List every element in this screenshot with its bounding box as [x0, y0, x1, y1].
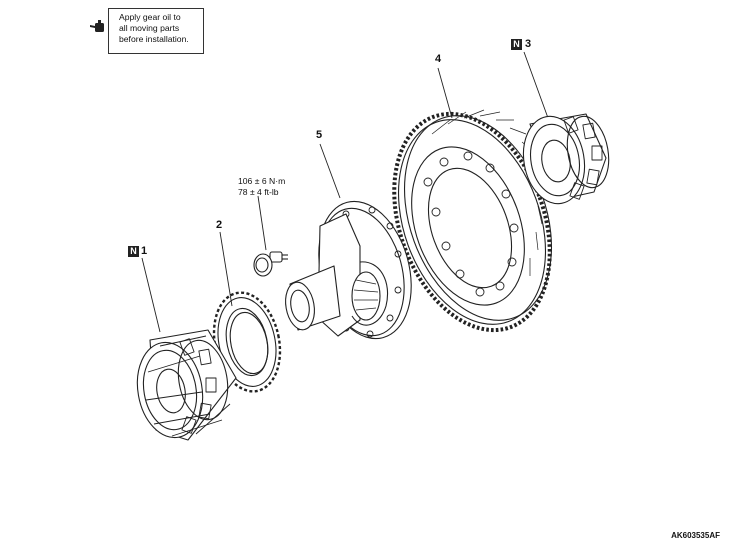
callout-4: 4: [435, 53, 442, 65]
oil-can-icon: [90, 20, 104, 32]
ring-gear-teeth: [392, 111, 552, 333]
callout-5: 5: [316, 129, 323, 141]
callout-2: 2: [216, 219, 223, 231]
ring-gear-bolt: [253, 251, 288, 277]
differential-case: [285, 200, 412, 340]
note-box: Apply gear oil to all moving parts befor…: [108, 8, 204, 54]
new-part-badge-3: N: [511, 39, 522, 50]
figure-code: AK603535AF: [671, 531, 720, 540]
ring-gear: [392, 109, 553, 333]
callout-1: 1: [141, 245, 148, 257]
torque-spec: 106 ± 6 N·m 78 ± 4 ft-lb: [238, 176, 286, 197]
callout-3: 3: [525, 38, 532, 50]
note-text: Apply gear oil to all moving parts befor…: [119, 12, 189, 44]
bearing-right: [522, 113, 610, 205]
new-part-badge-1: N: [128, 246, 139, 257]
leader-lines: [141, 51, 549, 333]
bearing-left: [136, 329, 237, 441]
